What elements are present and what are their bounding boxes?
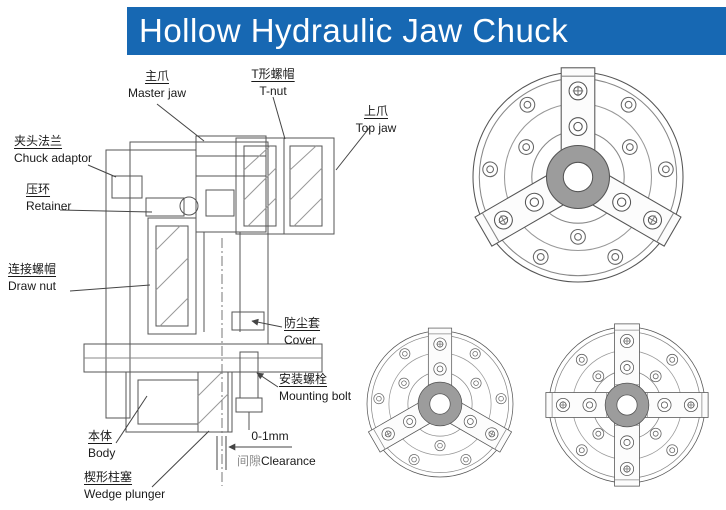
label-chuck-adaptor-zh: 夹头法兰 [14, 134, 63, 148]
label-retainer-zh: 压环 [26, 182, 51, 196]
label-draw-nut: 连接螺帽 Draw nut [8, 261, 86, 295]
chuck-front-view-bottom-left [367, 328, 513, 477]
label-draw-nut-zh: 连接螺帽 [8, 262, 57, 276]
clearance-dimension [216, 436, 292, 470]
label-retainer-en: Retainer [26, 198, 72, 213]
label-master-jaw-zh: 主爪 [144, 69, 169, 83]
label-body-en: Body [88, 445, 116, 460]
label-wedge-plunger-zh: 楔形柱塞 [84, 470, 133, 484]
page-title: Hollow Hydraulic Jaw Chuck [139, 12, 569, 49]
label-chuck-adaptor: 夹头法兰 Chuck adaptor [14, 133, 106, 167]
leader-lines [59, 96, 371, 488]
label-mounting-bolt-en: Mounting bolt [279, 388, 352, 403]
clearance-value: 0-1mm [251, 429, 289, 443]
label-mounting-bolt-zh: 安装螺栓 [279, 372, 328, 386]
label-wedge-plunger: 楔形柱塞 Wedge plunger [84, 469, 180, 503]
label-t-nut-en: T-nut [259, 83, 287, 98]
chuck-front-view-bottom-right [546, 324, 708, 486]
label-body-zh: 本体 [88, 429, 113, 443]
label-draw-nut-en: Draw nut [8, 278, 57, 293]
label-mounting-bolt: 安装螺栓 Mounting bolt [279, 371, 375, 405]
label-cover-zh: 防尘套 [284, 316, 321, 330]
label-cover: 防尘套 Cover [284, 315, 364, 349]
label-wedge-plunger-en: Wedge plunger [84, 486, 166, 501]
label-cover-en: Cover [284, 332, 317, 347]
label-t-nut-zh: T形螺帽 [251, 67, 295, 81]
label-retainer: 压环 Retainer [26, 181, 96, 215]
label-body: 本体 Body [88, 428, 148, 462]
label-top-jaw: 上爪 Top jaw [344, 103, 408, 137]
clearance-caption-en: Clearance [261, 454, 316, 468]
clearance-caption: 间隙Clearance [237, 452, 347, 469]
title-banner: Hollow Hydraulic Jaw Chuck [127, 7, 726, 55]
label-top-jaw-en: Top jaw [355, 120, 397, 135]
clearance-caption-zh: 间隙 [237, 454, 262, 468]
label-master-jaw-en: Master jaw [127, 85, 186, 100]
label-chuck-adaptor-en: Chuck adaptor [14, 150, 93, 165]
label-top-jaw-zh: 上爪 [363, 104, 388, 118]
cross-section-view [83, 135, 335, 433]
label-master-jaw: 主爪 Master jaw [122, 68, 192, 102]
label-t-nut: T形螺帽 T-nut [234, 66, 312, 100]
chuck-front-view-large [473, 68, 683, 282]
